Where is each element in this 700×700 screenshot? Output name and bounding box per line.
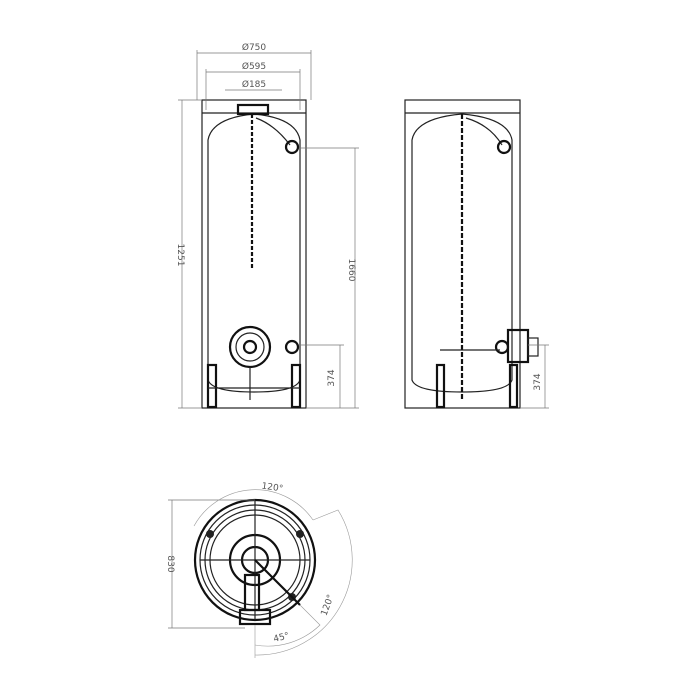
- side-view: 374: [404, 99, 549, 409]
- dim-top-view-depth: 830: [165, 555, 175, 572]
- dim-flange-diameter: Ø185: [242, 79, 266, 90]
- angle-right: 120°: [320, 593, 337, 617]
- front-dimensions: Ø750 Ø595 Ø185 1251 1660 374: [175, 42, 359, 409]
- angle-bottom: 45°: [272, 631, 290, 645]
- angle-top: 120°: [261, 482, 284, 495]
- dim-sensor-height: 1660: [346, 259, 356, 282]
- dim-connection-height-front: 374: [327, 369, 337, 386]
- top-view: 830 120° 120° 45°: [165, 482, 353, 658]
- dim-outer-diameter: Ø750: [242, 42, 267, 53]
- dim-total-height: 1251: [175, 244, 185, 267]
- dim-tank-diameter: Ø595: [242, 61, 266, 72]
- dim-connection-height-side: 374: [533, 373, 543, 390]
- front-view: [201, 99, 307, 409]
